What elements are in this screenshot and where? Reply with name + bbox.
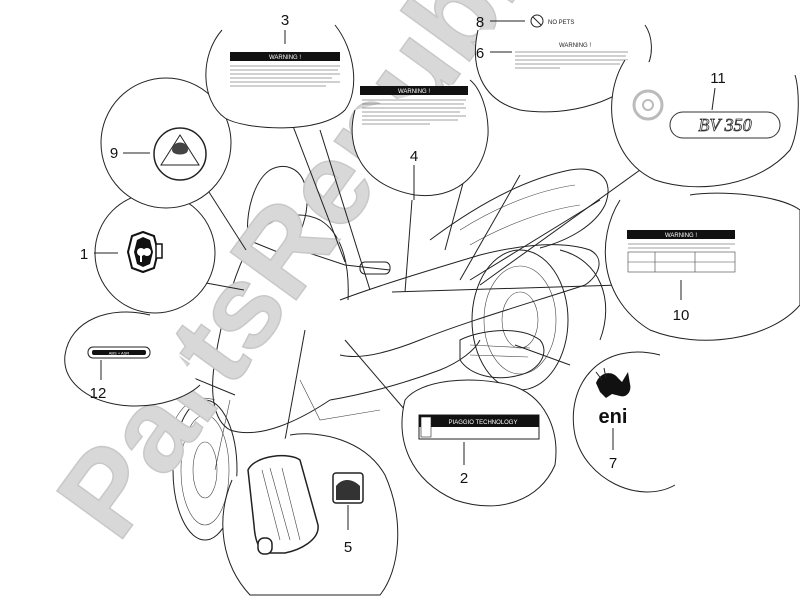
callout-8: 8 <box>476 14 484 31</box>
no-pets-label: NO PETS <box>548 20 574 26</box>
gear-icon <box>632 89 664 121</box>
no-pets-icon <box>530 14 544 28</box>
callout-10: 10 <box>673 307 690 324</box>
part-3-group: WARNING ! 3 <box>205 12 355 129</box>
piaggio-logo-icon <box>126 230 163 274</box>
piaggio-technology-text: PIAGGIO TECHNOLOGY <box>449 420 518 426</box>
triangle-icon <box>160 134 200 166</box>
warning-label-10-table <box>627 243 736 273</box>
part-4-group: WARNING ! 4 <box>351 79 489 200</box>
bv350-badge <box>669 111 781 139</box>
warning-label-6-title: WARNING ! <box>559 43 591 49</box>
warning-label-3-text <box>230 65 340 87</box>
part-6-8-group: 8 NO PETS 6 WARNING ! <box>474 14 652 113</box>
eni-label: eni <box>599 406 628 428</box>
rider-icon <box>172 142 188 155</box>
part-12-group: ABS + ASR 12 <box>64 311 201 407</box>
callout-1: 1 <box>80 246 88 263</box>
part-1-group: 1 <box>80 192 216 314</box>
callout-4: 4 <box>410 148 418 165</box>
warning-label-3-header <box>230 52 340 61</box>
part-11-group: BV 350 11 <box>611 59 799 188</box>
piaggio-technology-label: PIAGGIO TECHNOLOGY <box>418 414 540 440</box>
part-2-group: PIAGGIO TECHNOLOGY 2 <box>401 379 557 507</box>
part-5-group: 5 <box>222 433 399 596</box>
abs-asr-label: ABS + ASR <box>109 351 130 356</box>
callout-7: 7 <box>609 455 617 472</box>
eni-dog-logo-icon <box>595 367 631 398</box>
key-cover-icon <box>247 454 319 555</box>
warning-label-4-header <box>360 86 468 95</box>
callout-5: 5 <box>344 539 352 556</box>
callout-2: 2 <box>460 470 468 487</box>
warning-label-6-text <box>515 51 628 69</box>
warning-label-4-title: WARNING ! <box>398 89 430 95</box>
callout-12: 12 <box>90 385 107 402</box>
part-7-group: eni 7 <box>572 351 676 493</box>
part-9-group: 9 <box>100 77 232 209</box>
callout-9: 9 <box>110 145 118 162</box>
warning-label-3-title: WARNING ! <box>269 55 301 61</box>
warning-label-4-text <box>362 99 466 125</box>
warning-label-10-header <box>627 230 735 239</box>
callout-3: 3 <box>281 12 289 29</box>
bv350-label: BV 350 <box>698 115 751 135</box>
callout-6: 6 <box>476 45 484 62</box>
part-10-group: WARNING ! 10 <box>604 192 800 341</box>
tool-kit-icon <box>332 472 364 504</box>
callout-11: 11 <box>710 70 726 87</box>
warning-label-10-title: WARNING ! <box>665 233 697 239</box>
